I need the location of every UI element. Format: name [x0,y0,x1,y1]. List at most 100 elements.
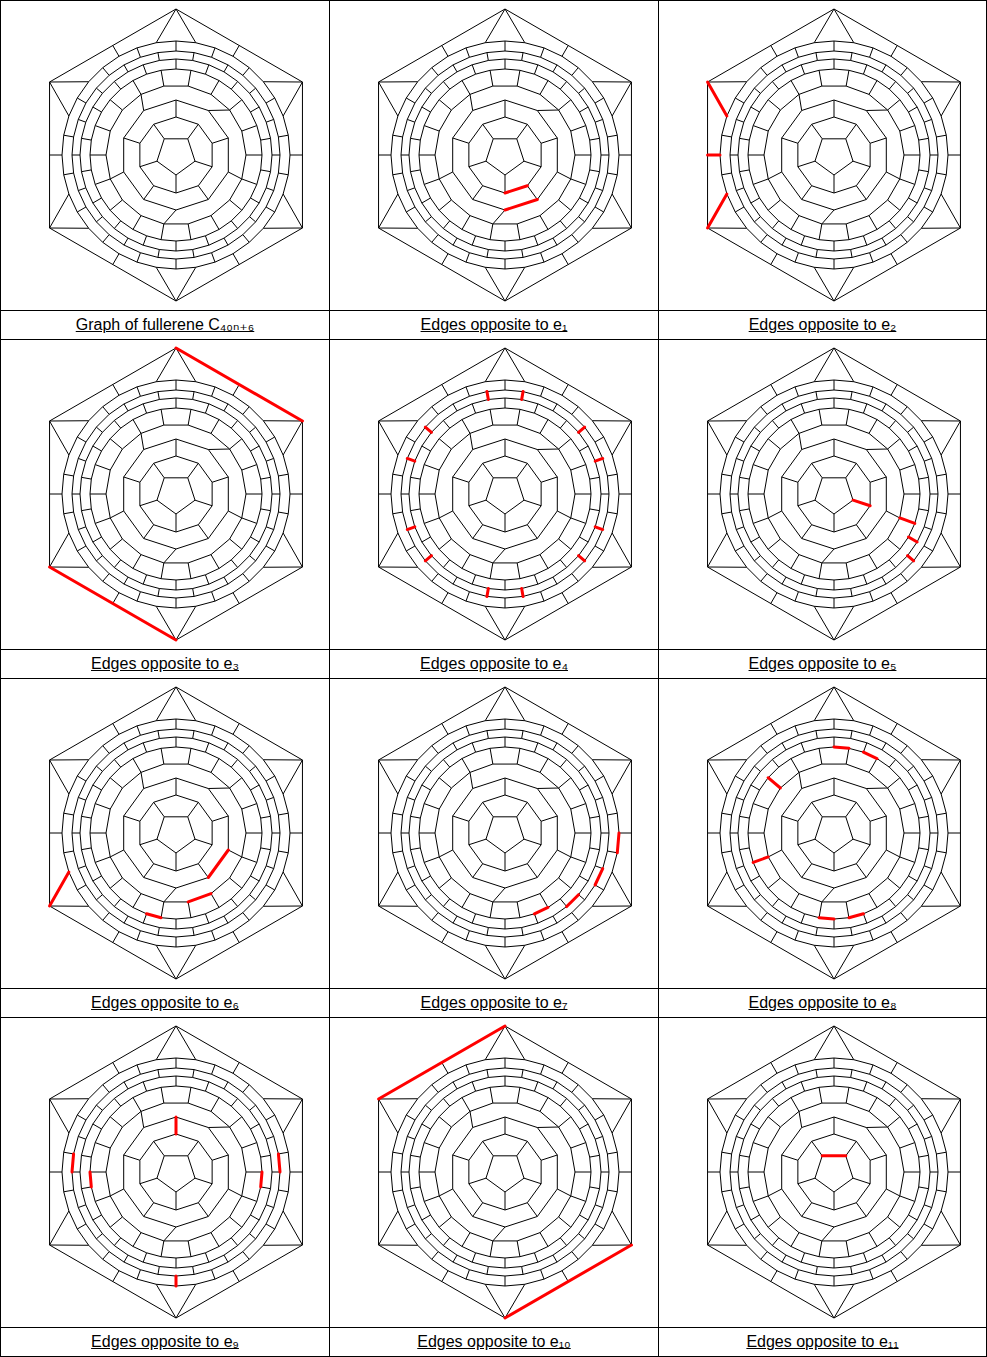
graph-edge [156,9,176,43]
graph-edge [866,111,886,139]
graph-edge [537,450,557,478]
graph-edge [442,254,448,265]
graph-edge [266,530,274,546]
graph-edge [219,221,231,230]
graph-edge [914,546,924,561]
graph-edge [764,131,768,155]
graph-edge [124,245,140,253]
graph-edge [161,409,164,425]
graph-edge [161,69,176,70]
graph-edge [908,446,917,451]
graph-edge [243,222,256,235]
graph-edge [420,509,424,523]
graph-edge [595,172,599,188]
graph-edge [505,439,537,450]
graph-edge [541,396,557,404]
graph-edge [410,509,420,511]
graph-edge [889,428,900,439]
graph-edge [891,581,907,592]
graph-edge [246,494,262,495]
graph-edge [801,404,804,413]
graph-edge [224,907,238,917]
graph-edge [93,203,103,217]
graph-edge [250,881,260,895]
graph-edge [517,409,520,425]
graph-edge [224,404,228,411]
graph-edge [562,254,568,265]
graph-edges [50,9,303,301]
graph-edge [72,833,74,851]
graph-edge [932,458,937,476]
highlighted-edge [900,518,915,523]
graph-edge [834,380,835,390]
graph-edge [604,437,612,455]
graph-edge [250,451,256,465]
graph-edge [466,253,469,262]
graph-edge [407,119,415,122]
graph-edge [579,556,585,561]
graph-edge [228,913,243,923]
graph-edge [176,390,194,392]
graph-edge [212,584,228,592]
graph-edge [242,470,246,494]
graph-edge [617,474,619,494]
graph-edge [708,348,834,421]
graph-edge [886,235,901,245]
graph-edge [263,551,274,567]
graph-edge [853,161,870,167]
graph-edge [379,81,418,82]
graph-edge [418,68,432,82]
graph-edge [141,433,144,449]
graph-edge [908,537,917,542]
graph-edge [250,107,259,112]
graph-edge [772,221,778,229]
graph-edge [425,88,431,93]
graph-edge [472,584,488,588]
graph-edge [607,155,609,173]
graph-edge [439,539,451,549]
graph-edge [133,74,147,80]
graph-edge [490,409,493,425]
graph-edge [133,81,141,95]
graph-edge [559,439,571,449]
graph-edge [907,68,921,82]
graph-edge [505,267,525,301]
graph-edge [882,568,896,578]
graph-edge [212,396,228,404]
graph-edge [420,170,424,184]
graph-edge [571,470,575,494]
graph-edge [266,188,274,191]
graph-edge [242,876,251,888]
graph-edge [768,110,780,131]
graph-edge [164,223,188,224]
graph-edge [242,198,251,210]
graph-edge [562,395,578,406]
graph-edge [930,494,938,495]
graph-edge [834,186,856,193]
graph-edge [754,427,760,432]
graph-edge [271,816,272,833]
graph-edge [121,560,133,569]
graph-edge [50,906,89,907]
graph-edge [782,111,802,139]
graph-edge [121,81,133,90]
graph-edge [211,81,219,95]
graph-edge [425,414,438,427]
graph-edge [834,390,852,392]
graph-edge [904,155,920,156]
graph-edge [191,70,205,74]
graph-edge [263,760,274,776]
graph-edge [933,437,941,455]
graph-edge [924,188,932,191]
graph-edge [233,46,239,57]
graph-edge [751,446,760,451]
graph-edge [590,494,591,509]
graph-edge [193,250,194,258]
graph-edge [69,194,77,212]
graph-edge [398,533,406,551]
graph-edge [77,82,88,98]
graph-edge [505,259,506,269]
graph-edge [275,437,283,455]
graph-edge [191,748,205,752]
graph-edge [814,267,834,301]
